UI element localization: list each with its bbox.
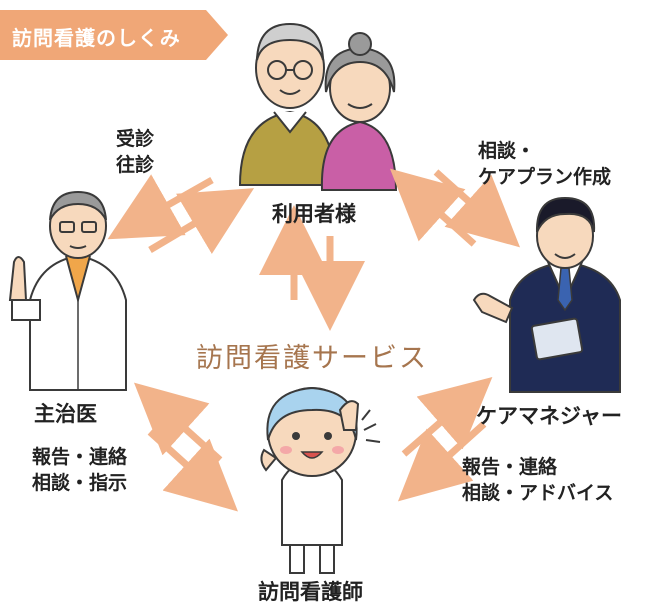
arrows-doctor-nurse [133,382,238,512]
nurse-illustration [260,386,381,574]
arrows-doctor-user [107,174,255,254]
arrows-user-caremanager [389,168,521,248]
relation-text: 相談・指示 [32,472,128,494]
center-service-label: 訪問看護サービス [196,343,428,374]
care-manager-label: ケアマネジャー [476,404,622,428]
user-label: 利用者様 [272,202,356,226]
relation-text: 報告・連絡 [462,456,558,478]
doctor-illustration [8,190,127,391]
relation-caremanager-nurse: 報告・連絡 相談・アドバイス [462,454,613,506]
title-tab: 訪問看護のしくみ [0,10,236,60]
relation-doctor-user: 受診 往診 [110,126,160,178]
relation-text: 相談・ [478,140,536,162]
relation-doctor-nurse: 報告・連絡 相談・指示 [32,444,127,496]
relation-text: 相談・アドバイス [462,482,614,504]
relation-user-caremanager: 相談・ ケアプラン作成 [478,138,611,190]
relation-text: 往診 [115,154,154,176]
relation-text: 報告・連絡 [32,446,128,468]
arrows-caremanager-nurse [397,377,493,502]
relation-text: ケアプラン作成 [478,166,612,188]
arrows-user-nurse [259,205,365,331]
doctor-label: 主治医 [34,402,97,426]
relation-text: 受診 [115,128,154,150]
nurse-label: 訪問看護師 [258,580,363,604]
page-title: 訪問看護のしくみ [12,26,181,50]
care-manager-illustration [472,196,621,393]
elderly-couple-illustration [238,22,398,191]
